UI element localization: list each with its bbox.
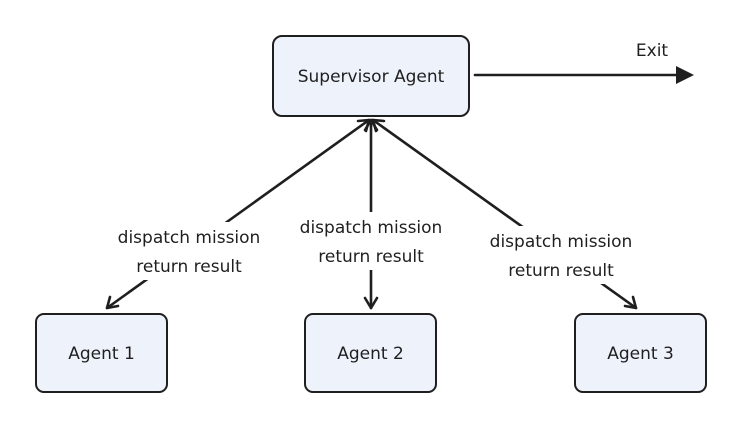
agent-3-box	[574, 313, 707, 393]
exit-label: Exit	[636, 41, 669, 61]
connector-agent-2-head-bottom	[363, 296, 379, 310]
supervisor-agent-node[interactable]: Supervisor Agent	[272, 35, 470, 117]
agent-2-node[interactable]: Agent 2	[304, 313, 437, 393]
agent-1-label: Agent 1	[68, 344, 135, 364]
agent-1-return-label: return result	[136, 257, 242, 277]
agent-3-dispatch-label: dispatch mission	[490, 232, 633, 252]
agent-2-return-label: return result	[318, 247, 424, 267]
label-bg-agent-1	[108, 222, 270, 280]
agent-3-return-label: return result	[508, 261, 614, 281]
agent-1-dispatch-label: dispatch mission	[118, 228, 261, 248]
connector-agent-3-head-top	[371, 118, 386, 133]
agent-3-node[interactable]: Agent 3	[574, 313, 707, 393]
agent-1-box	[35, 313, 168, 393]
supervisor-agent-label: Supervisor Agent	[298, 67, 445, 87]
agent-2-box	[304, 313, 437, 393]
exit-arrowhead	[676, 66, 694, 84]
exit-connector	[473, 66, 694, 84]
label-bg-agent-3	[480, 226, 642, 284]
agent-2-dispatch-label: dispatch mission	[300, 218, 443, 238]
connector-agent-1-head-bottom	[105, 295, 120, 310]
label-bg-agent-2	[290, 212, 452, 270]
supervisor-agent-box	[272, 35, 470, 117]
agent-1-node[interactable]: Agent 1	[35, 313, 168, 393]
agent-2-label: Agent 2	[337, 344, 404, 364]
connector-agent-3-head-bottom	[623, 295, 638, 310]
agent-3-label: Agent 3	[607, 344, 674, 364]
